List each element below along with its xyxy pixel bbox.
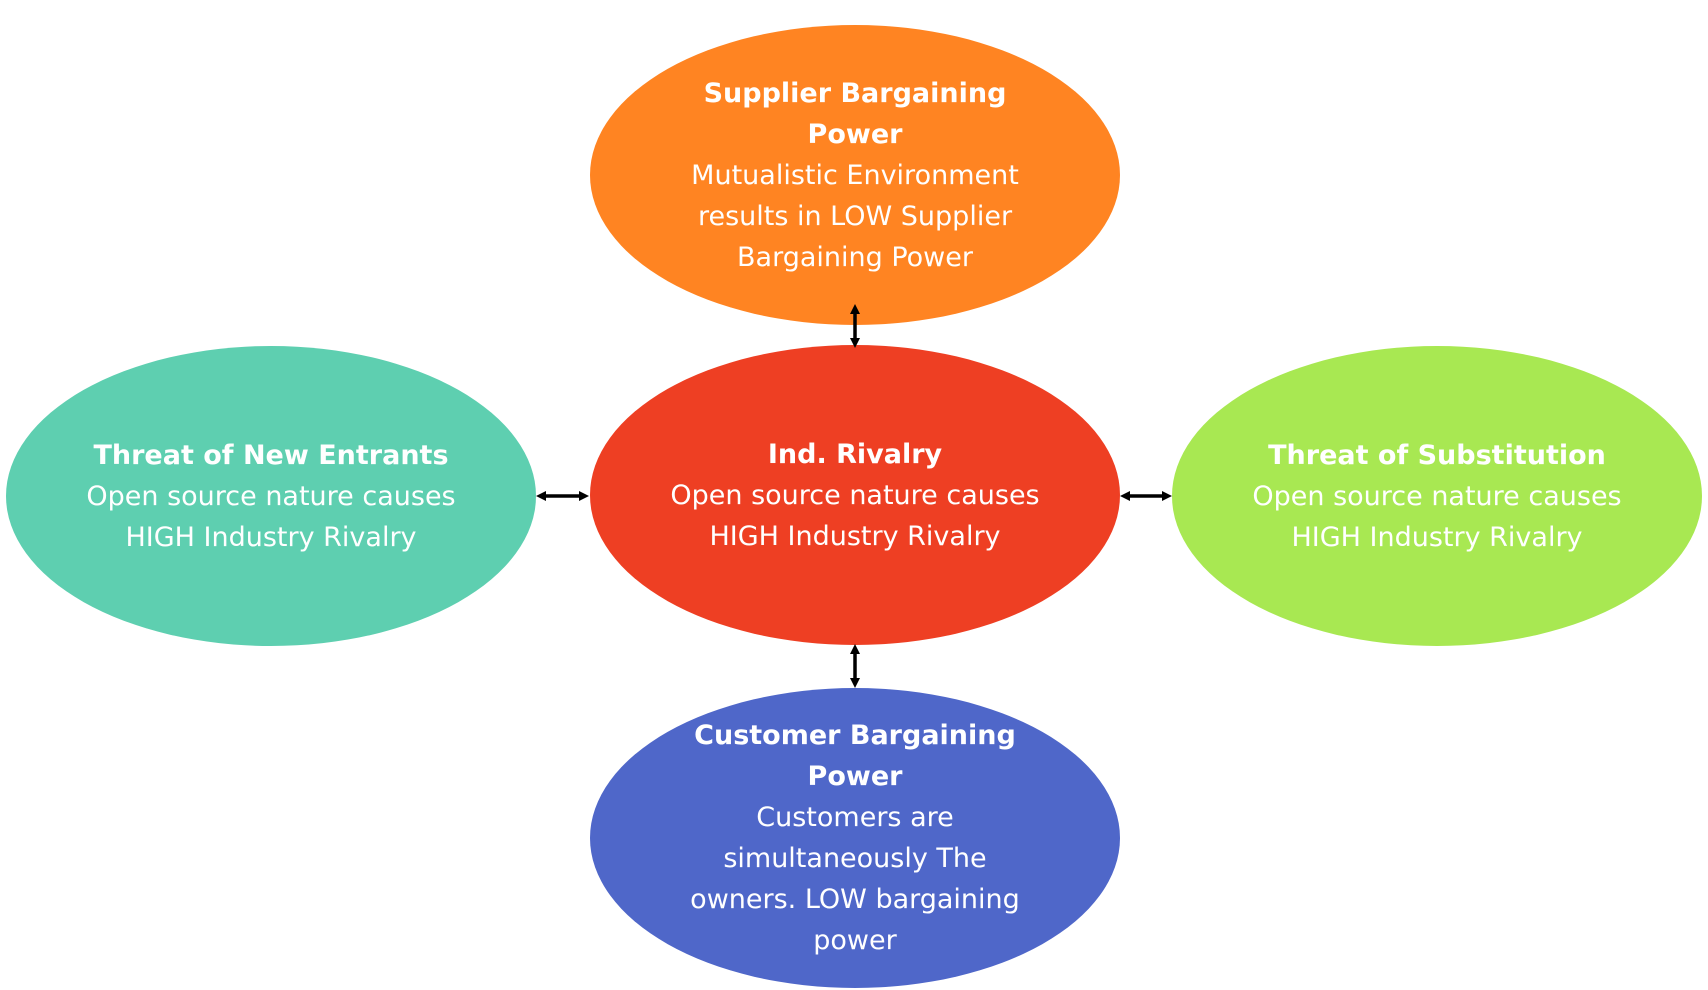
industry-rivalry-title: Ind. Rivalry [767, 438, 943, 470]
threat-of-new-entrants-node: Threat of New Entrants Open source natur… [6, 346, 536, 646]
threat-of-new-entrants-text: Open source nature causes HIGH Industry … [86, 480, 456, 553]
industry-rivalry-node: Ind. Rivalry Open source nature causes H… [590, 345, 1120, 645]
customer-bargaining-power-title: Customer Bargaining Power [694, 720, 1016, 792]
supplier-bargaining-power-node: Supplier Bargaining Power Mutualistic En… [590, 25, 1120, 325]
threat-of-substitution-title: Threat of Substitution [1268, 439, 1606, 471]
threat-of-new-entrants-title: Threat of New Entrants [93, 439, 449, 471]
threat-of-substitution-text: Open source nature causes HIGH Industry … [1252, 480, 1622, 553]
supplier-bargaining-power-text: Mutualistic Environment results in LOW S… [691, 159, 1019, 273]
threat-of-substitution-node: Threat of Substitution Open source natur… [1172, 346, 1702, 646]
customer-bargaining-power-node: Customer Bargaining Power Customers are … [590, 688, 1120, 988]
supplier-bargaining-power-title: Supplier Bargaining Power [703, 77, 1007, 150]
industry-rivalry-text: Open source nature causes HIGH Industry … [670, 479, 1040, 552]
customer-bargaining-power-text: Customers are simultaneously The owners.… [690, 802, 1020, 956]
